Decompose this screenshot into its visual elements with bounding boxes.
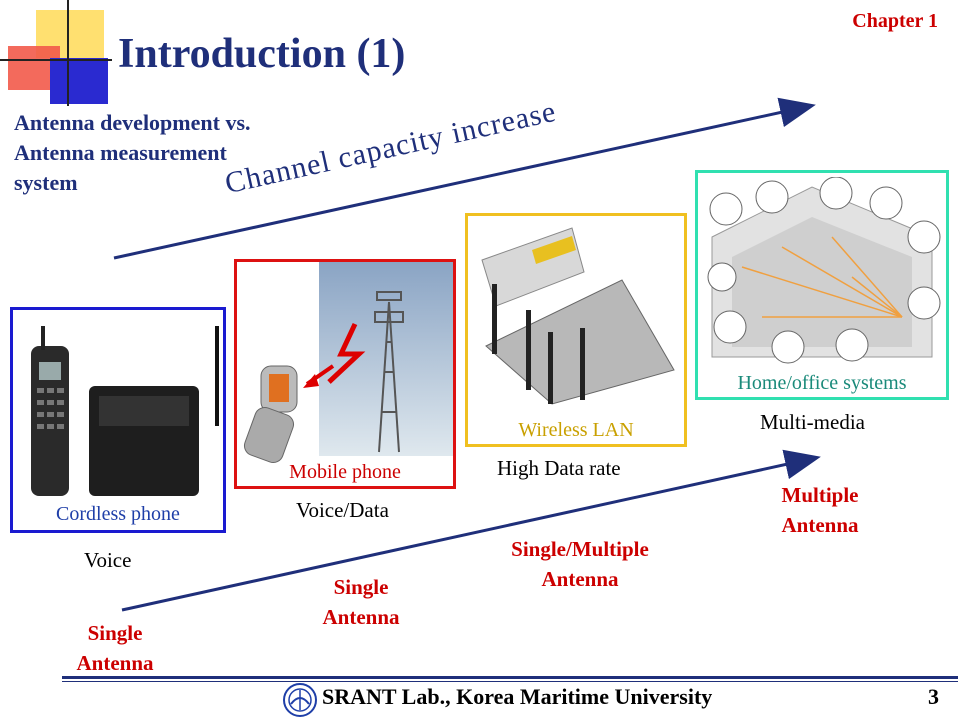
device-box-home: Home/office systems bbox=[695, 170, 949, 400]
antenna-label: Multiple Antenna bbox=[781, 483, 859, 537]
device-caption: Wireless LAN bbox=[518, 419, 634, 441]
antenna-label: Single Antenna bbox=[76, 621, 154, 675]
device-box-cordless: Cordless phone bbox=[10, 307, 226, 533]
service-label: Multi-media bbox=[760, 410, 865, 434]
device-caption: Cordless phone bbox=[56, 503, 180, 525]
wireless-router-icon bbox=[481, 227, 675, 405]
device-box-wlan: Wireless LAN bbox=[465, 213, 687, 447]
page-title: Introduction (1) bbox=[118, 31, 406, 77]
service-label: Voice bbox=[84, 548, 132, 572]
university-logo-icon bbox=[283, 683, 317, 717]
antenna-arrow bbox=[121, 449, 821, 612]
cell-tower-icon bbox=[303, 291, 404, 453]
subtitle: Antenna development vs. Antenna measurem… bbox=[14, 110, 251, 195]
page-number: 3 bbox=[928, 684, 939, 709]
service-label: Voice/Data bbox=[296, 498, 389, 522]
footer-divider-thin bbox=[62, 681, 958, 682]
capacity-arrow bbox=[113, 97, 816, 260]
home-network-icon bbox=[707, 177, 941, 364]
device-box-mobile: Mobile phone bbox=[234, 259, 456, 489]
service-label: High Data rate bbox=[497, 456, 621, 480]
footer-divider bbox=[62, 676, 958, 679]
antenna-label: Single Antenna bbox=[322, 575, 400, 629]
device-caption: Home/office systems bbox=[737, 372, 907, 394]
footer-lab: SRANT Lab., Korea Maritime University bbox=[322, 684, 713, 709]
chapter-label: Chapter 1 bbox=[852, 10, 938, 32]
mobile-phone-icon bbox=[243, 365, 298, 464]
cordless-phone-icon bbox=[31, 326, 219, 496]
corner-decoration bbox=[0, 0, 112, 106]
device-caption: Mobile phone bbox=[289, 461, 401, 483]
antenna-label: Single/Multiple Antenna bbox=[511, 537, 649, 591]
